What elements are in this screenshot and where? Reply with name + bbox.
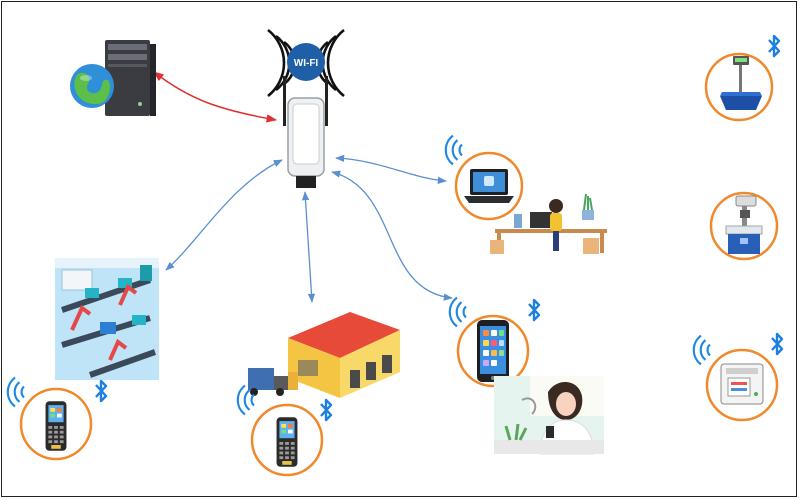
- hub-label: WI-FI: [294, 58, 319, 69]
- link-hub-phone: [331, 170, 453, 301]
- wifi-access-point-icon: WI-FI: [267, 28, 345, 188]
- warehouse-icon: [248, 312, 400, 398]
- bluetooth-icon: [527, 298, 541, 322]
- wifi-badge: [287, 43, 325, 81]
- node-smartphone: [448, 296, 604, 455]
- handheld-scanner-icon: [276, 417, 298, 467]
- wired-link: [153, 71, 278, 123]
- scale-icon: [720, 56, 762, 110]
- factory-icon: [55, 258, 159, 380]
- wifi-wave-icon: [444, 134, 464, 166]
- link-hub-warehouse: [301, 191, 316, 303]
- wifi-wave-icon: [6, 376, 26, 408]
- node-scanner-center: [236, 384, 333, 477]
- bluetooth-icon: [770, 332, 784, 356]
- node-printer: [692, 332, 784, 422]
- link-hub-laptop: [335, 154, 447, 184]
- link-hub-factory: [165, 159, 283, 271]
- wifi-wave-icon: [448, 296, 468, 328]
- bluetooth-icon: [94, 379, 108, 403]
- forklift-icon: [248, 368, 298, 396]
- smartphone-icon: [477, 320, 509, 382]
- node-scanner-left: [6, 376, 108, 461]
- person-with-phone-illustration: [494, 376, 604, 455]
- wifi-wave-icon: [692, 334, 712, 366]
- node-laser-marker: [709, 191, 779, 261]
- laptop-icon: [464, 169, 514, 203]
- node-laptop: [444, 134, 607, 254]
- wireless-links: [165, 154, 453, 303]
- bluetooth-icon: [767, 34, 781, 58]
- globe-icon: [70, 64, 114, 108]
- node-scale: [704, 34, 781, 122]
- bluetooth-icon: [319, 398, 333, 422]
- handheld-scanner-icon: [45, 401, 67, 451]
- printer-icon: [720, 363, 764, 405]
- office-desk-illustration: [490, 193, 607, 254]
- laser-marker-icon: [725, 195, 763, 254]
- server-icon: [105, 40, 156, 116]
